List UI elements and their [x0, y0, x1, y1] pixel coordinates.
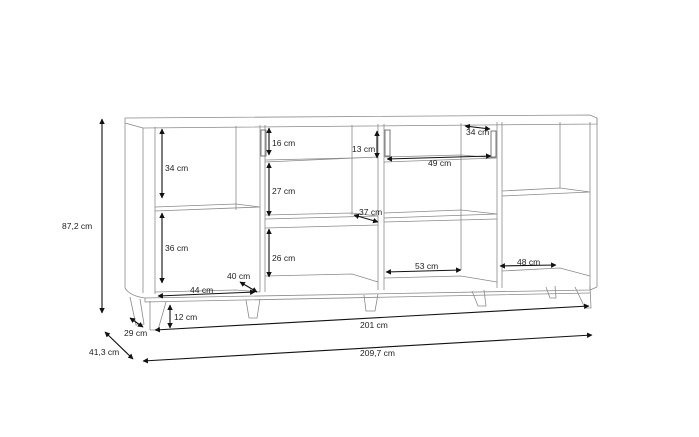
left-width-label: 44 cm [190, 285, 214, 295]
drawer2-depth-label: 34 cm [466, 127, 490, 137]
drawer-inner-height-label: 13 cm [352, 144, 376, 154]
total-height-label: 87,2 cm [62, 221, 93, 231]
cabinet-body [124, 114, 598, 303]
bottom-height-label: 26 cm [272, 253, 296, 263]
drawer2-width-label: 49 cm [428, 158, 452, 168]
leg-height-label: 12 cm [174, 312, 198, 322]
body-width-label: 201 cm [360, 320, 388, 330]
inner-depth-label: 37 cm [359, 207, 383, 217]
right-bottom-width-label: 48 cm [517, 257, 541, 267]
left-lower-height-label: 36 cm [165, 243, 189, 253]
leg-depth-label: 29 cm [124, 328, 148, 338]
middle-height-label: 27 cm [272, 186, 296, 196]
center-bottom-width-label: 53 cm [415, 261, 439, 271]
left-depth-label: 40 cm [227, 271, 251, 281]
left-upper-height-label: 34 cm [165, 163, 189, 173]
total-depth-label: 41,3 cm [89, 347, 120, 357]
drawer-height-label: 16 cm [272, 138, 296, 148]
dimension-lines [99, 118, 593, 364]
total-width-label: 209,7 cm [360, 348, 395, 358]
